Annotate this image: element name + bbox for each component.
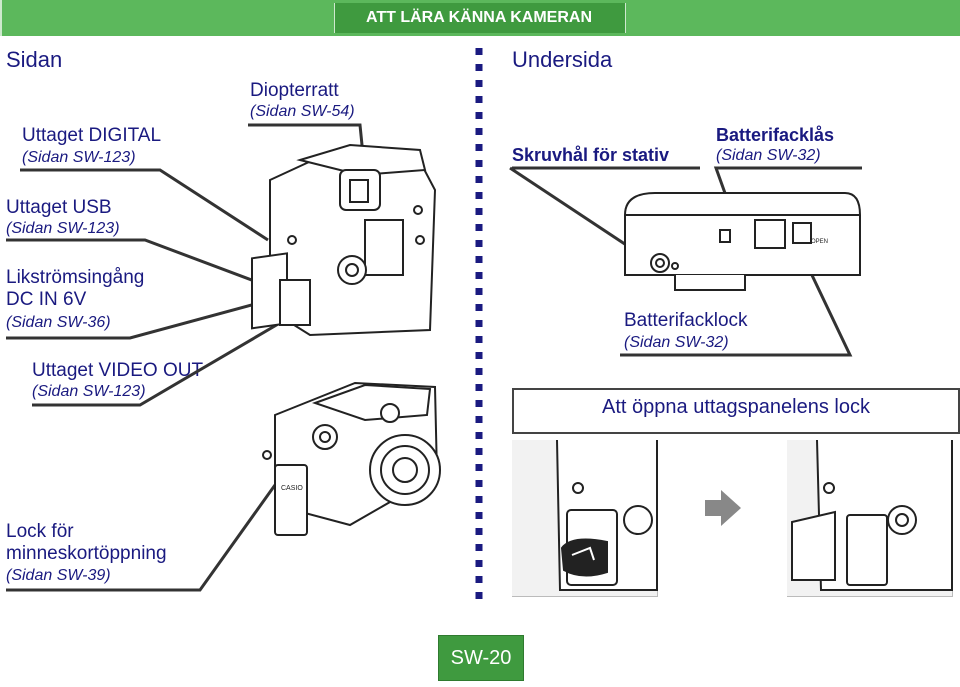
- arrow-right-icon: [705, 490, 741, 526]
- leader-video: [32, 318, 286, 407]
- label-tripod: Skruvhål för stativ: [512, 145, 670, 165]
- camera-side-illustration: [251, 143, 437, 337]
- label-lock-line2: minneskortöppning: [6, 543, 167, 564]
- step-2-illustration: [791, 439, 953, 591]
- open-panel-title-box: [512, 388, 960, 434]
- header-title-box: [334, 3, 626, 33]
- page-number: SW-20: [438, 635, 524, 681]
- ref-digital: (Sidan SW-123): [22, 149, 136, 166]
- label-usb: Uttaget USB: [6, 197, 112, 218]
- label-dcin-line2: DC IN 6V: [6, 289, 87, 310]
- section-title-side: Sidan: [6, 47, 63, 72]
- leader-lock: [6, 484, 277, 592]
- section-divider: [475, 48, 483, 608]
- ref-usb: (Sidan SW-123): [6, 220, 120, 237]
- open-text: OPEN: [811, 239, 828, 245]
- section-title-bottom: Undersida: [512, 47, 613, 72]
- label-lock-line1: Lock för: [6, 521, 74, 542]
- ref-battery-cover: (Sidan SW-32): [624, 334, 729, 351]
- label-diopter: Diopterratt: [250, 80, 339, 101]
- step-1-illustration: [556, 439, 658, 591]
- camera-front-illustration: CASIO: [262, 381, 441, 536]
- label-digital: Uttaget DIGITAL: [22, 125, 162, 146]
- camera-bottom-illustration: OPEN: [624, 192, 861, 291]
- label-battery-lock: Batterifacklås: [716, 125, 835, 145]
- ref-video: (Sidan SW-123): [32, 383, 146, 400]
- label-battery-cover: Batterifacklock: [624, 310, 748, 331]
- ref-dcin: (Sidan SW-36): [6, 314, 111, 331]
- camera-brand-label: CASIO: [281, 485, 303, 492]
- open-panel-title: Att öppna uttagspanelens lock: [602, 396, 870, 418]
- page-header-title: ATT LÄRA KÄNNA KAMERAN: [365, 9, 593, 26]
- ref-diopter: (Sidan SW-54): [250, 103, 355, 120]
- label-dcin-line1: Likströmsingång: [6, 267, 145, 288]
- leader-digital: [20, 168, 269, 242]
- ref-lock: (Sidan SW-39): [6, 567, 111, 584]
- leader-usb: [6, 238, 266, 287]
- ref-battery-lock: (Sidan SW-32): [716, 147, 821, 164]
- label-video: Uttaget VIDEO OUT: [32, 360, 204, 381]
- leader-battery-cover: [620, 249, 853, 357]
- leader-dcin: [6, 298, 271, 340]
